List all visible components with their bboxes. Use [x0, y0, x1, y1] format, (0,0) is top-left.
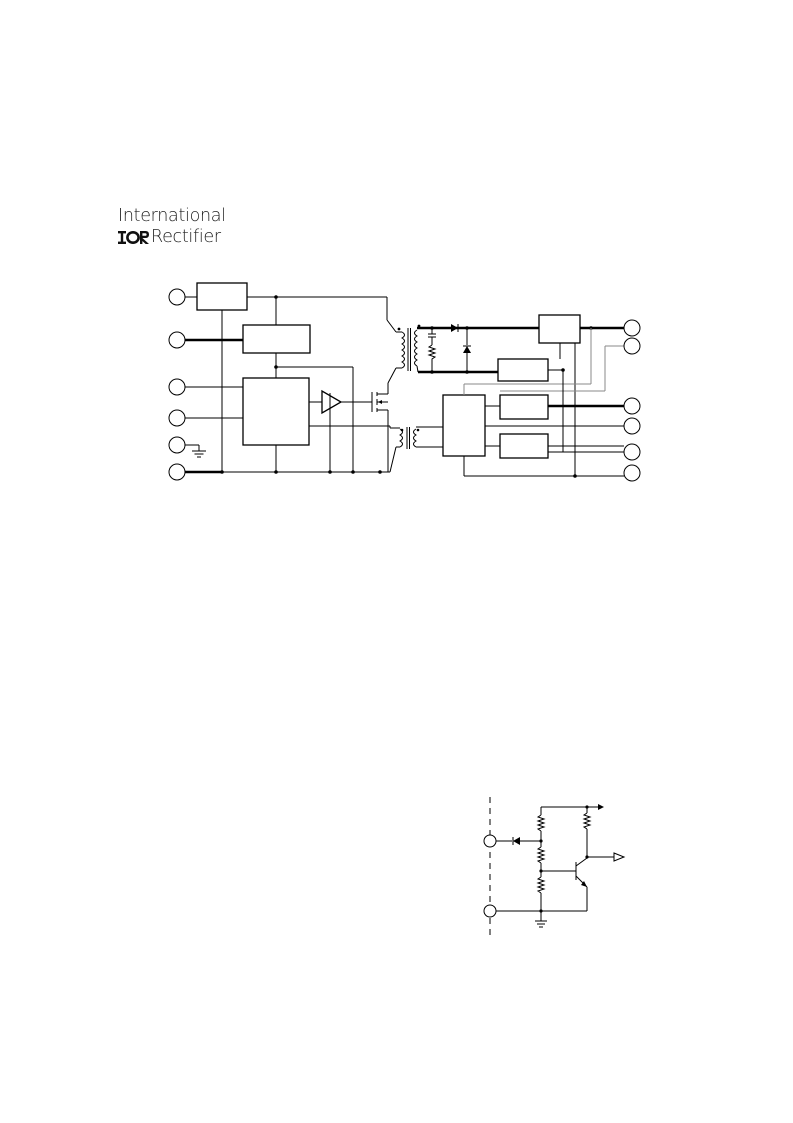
- ior-logo-mark-icon: [118, 231, 149, 244]
- input-pin-1: [168, 288, 186, 306]
- output-regulator-block: [538, 314, 581, 344]
- input-pin-5: [168, 436, 186, 454]
- power-transformer: [386, 297, 540, 384]
- signal-transformer: [389, 426, 443, 473]
- output-pin-4: [623, 417, 641, 435]
- input-pins: [168, 288, 186, 481]
- input-diode: [513, 837, 520, 845]
- driver-amplifier: [321, 389, 343, 415]
- input-pin-6: [168, 463, 186, 481]
- circuit-pin-lower: [483, 904, 497, 918]
- resistor-pullup: [582, 812, 592, 830]
- resistor-middle: [536, 846, 546, 864]
- input-pin-4: [168, 409, 186, 427]
- logo-text-rectifier: Rectifier: [151, 227, 221, 247]
- resistor-bottom: [536, 876, 546, 894]
- controller-block: [242, 377, 310, 446]
- input-pin-2: [168, 331, 186, 349]
- logo-text-international: International: [118, 206, 226, 226]
- output-pin-1: [623, 319, 641, 337]
- status-block-upper: [499, 394, 549, 420]
- freewheel-diode: [463, 346, 471, 353]
- circuit-pin-upper: [483, 834, 497, 848]
- company-logo: International Rectifier: [118, 206, 238, 252]
- output-pins: [623, 319, 641, 482]
- output-arrow-icon: [613, 852, 626, 862]
- supply-arrow-icon: [598, 804, 604, 810]
- rectifier-diode: [451, 324, 458, 332]
- logic-control-block: [442, 394, 486, 457]
- rectifier-section: [418, 324, 498, 374]
- left-wiring: [185, 295, 390, 474]
- resistor-top: [536, 814, 546, 832]
- input-pin-3: [168, 378, 186, 396]
- current-sense-block: [497, 358, 549, 382]
- output-pin-6: [623, 464, 641, 482]
- right-wiring: [463, 326, 624, 478]
- output-pin-3: [623, 397, 641, 415]
- output-pin-2: [623, 337, 641, 355]
- input-filter-block: [196, 282, 248, 311]
- output-circuit: [483, 797, 626, 935]
- status-block-lower: [499, 433, 549, 459]
- regulator-block: [242, 324, 311, 354]
- output-pin-5: [623, 443, 641, 461]
- mosfet-switch: [371, 383, 389, 472]
